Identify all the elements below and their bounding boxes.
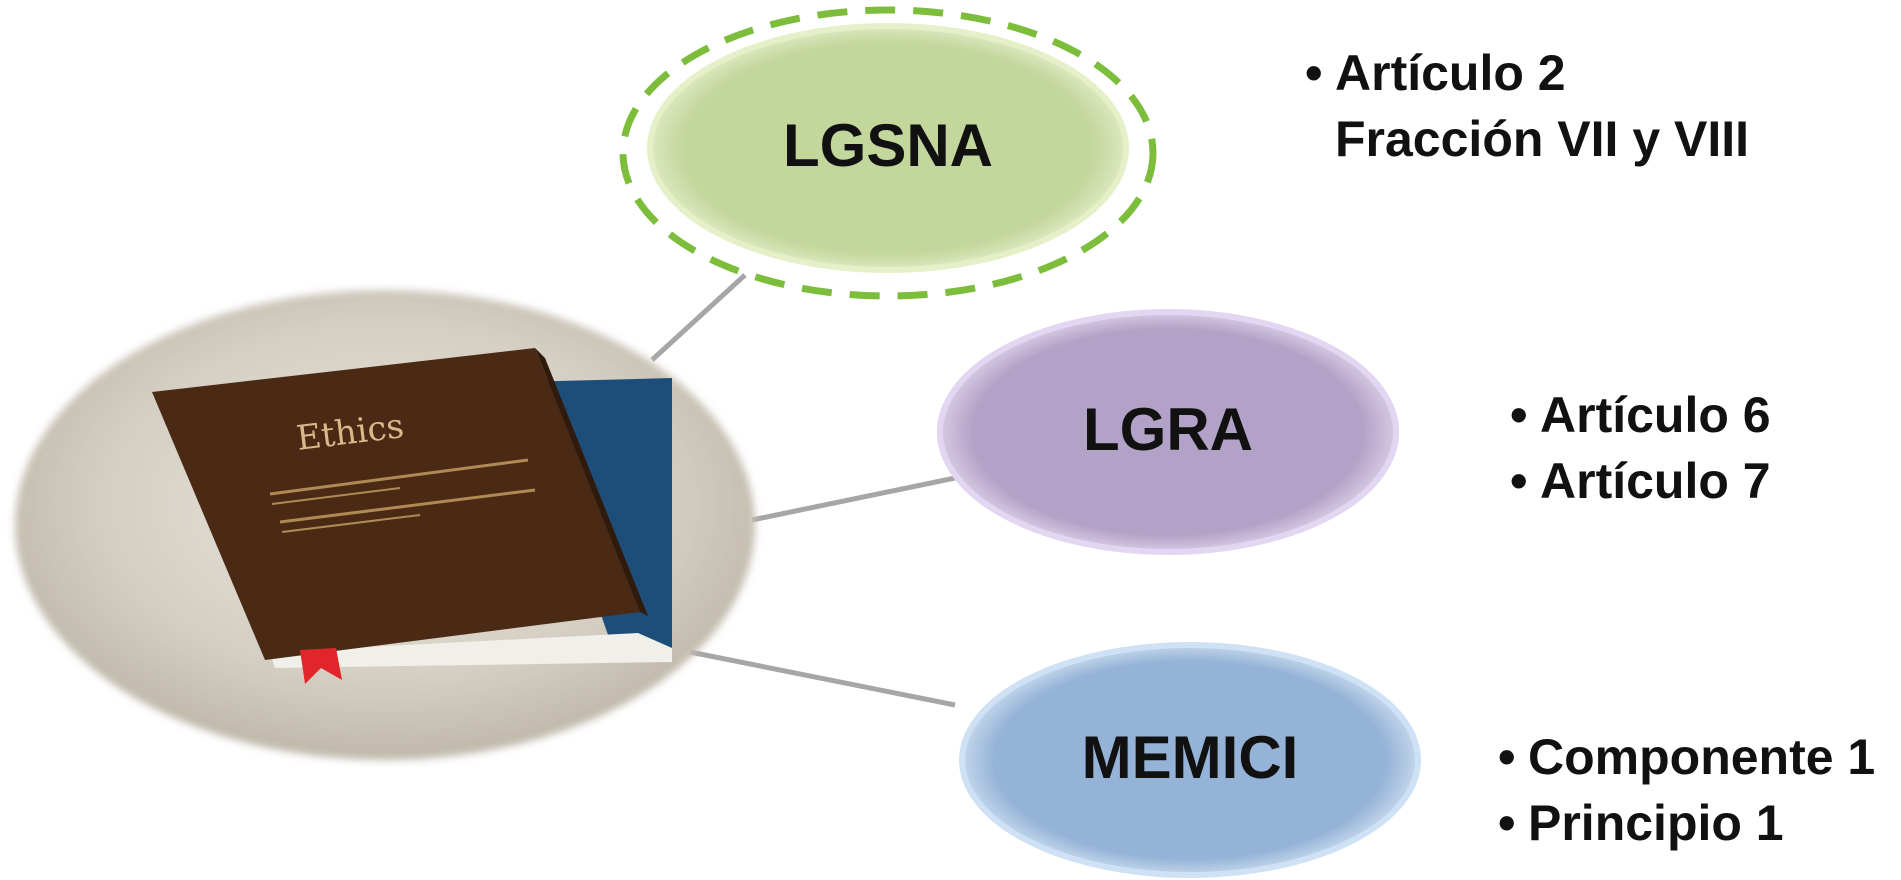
lgsna-bullet-1: • Artículo 2 Fracción VII y VIII: [1305, 40, 1749, 172]
bullet-dot-icon: •: [1305, 45, 1323, 101]
book-decor-line-2: [271, 487, 401, 505]
connector-lgsna: [650, 273, 747, 362]
node-lgra: LGRA: [937, 309, 1399, 555]
connectors: [650, 273, 956, 708]
book-decor-line-4: [281, 514, 421, 533]
lgra-bullet-2: • Artículo 7: [1510, 448, 1771, 514]
lgra-bullet-2-text: Artículo 7: [1540, 453, 1771, 509]
node-lgsna-shape: [647, 23, 1129, 273]
memici-bullet-1-text: Componente 1: [1528, 729, 1876, 785]
bullet-dot-icon: •: [1510, 387, 1528, 443]
book-decor-line-3: [279, 488, 536, 524]
book-pages: [270, 633, 672, 668]
node-memici: MEMICI: [959, 642, 1421, 878]
bullet-dot-icon: •: [1498, 729, 1516, 785]
bullet-dot-icon: •: [1510, 453, 1528, 509]
node-lgsna-label: LGSNA: [783, 112, 993, 179]
node-memici-label: MEMICI: [1082, 724, 1299, 791]
memici-bullet-1: • Componente 1: [1498, 724, 1875, 790]
node-memici-shape: [959, 642, 1421, 878]
lgra-bullet-list: • Artículo 6 • Artículo 7: [1510, 382, 1771, 514]
node-lgra-label: LGRA: [1083, 396, 1253, 463]
connector-memici: [689, 649, 956, 708]
node-lgsna: LGSNA: [619, 6, 1157, 300]
lgsna-bullet-1-continuation: Fracción VII y VIII: [1335, 111, 1750, 167]
memici-bullet-2-text: Principio 1: [1528, 795, 1784, 851]
ethics-book-image: Ethics: [15, 290, 755, 760]
node-lgsna-dashed-outline: [619, 6, 1157, 300]
book-decor-line-1: [269, 458, 529, 496]
book-front-cover: [152, 348, 640, 660]
bullet-dot-icon: •: [1498, 795, 1516, 851]
bookmark-ribbon: [300, 648, 342, 684]
memici-bullet-2: • Principio 1: [1498, 790, 1875, 856]
book-cover-edge: [535, 348, 648, 616]
memici-bullet-list: • Componente 1 • Principio 1: [1498, 724, 1875, 856]
lgra-bullet-1-text: Artículo 6: [1540, 387, 1771, 443]
lgra-bullet-1: • Artículo 6: [1510, 382, 1771, 448]
connector-lgra: [751, 475, 956, 523]
node-lgra-shape: [937, 309, 1399, 555]
lgsna-bullet-1-text: Artículo 2: [1335, 45, 1566, 101]
lgsna-bullet-list: • Artículo 2 Fracción VII y VIII: [1305, 40, 1749, 172]
